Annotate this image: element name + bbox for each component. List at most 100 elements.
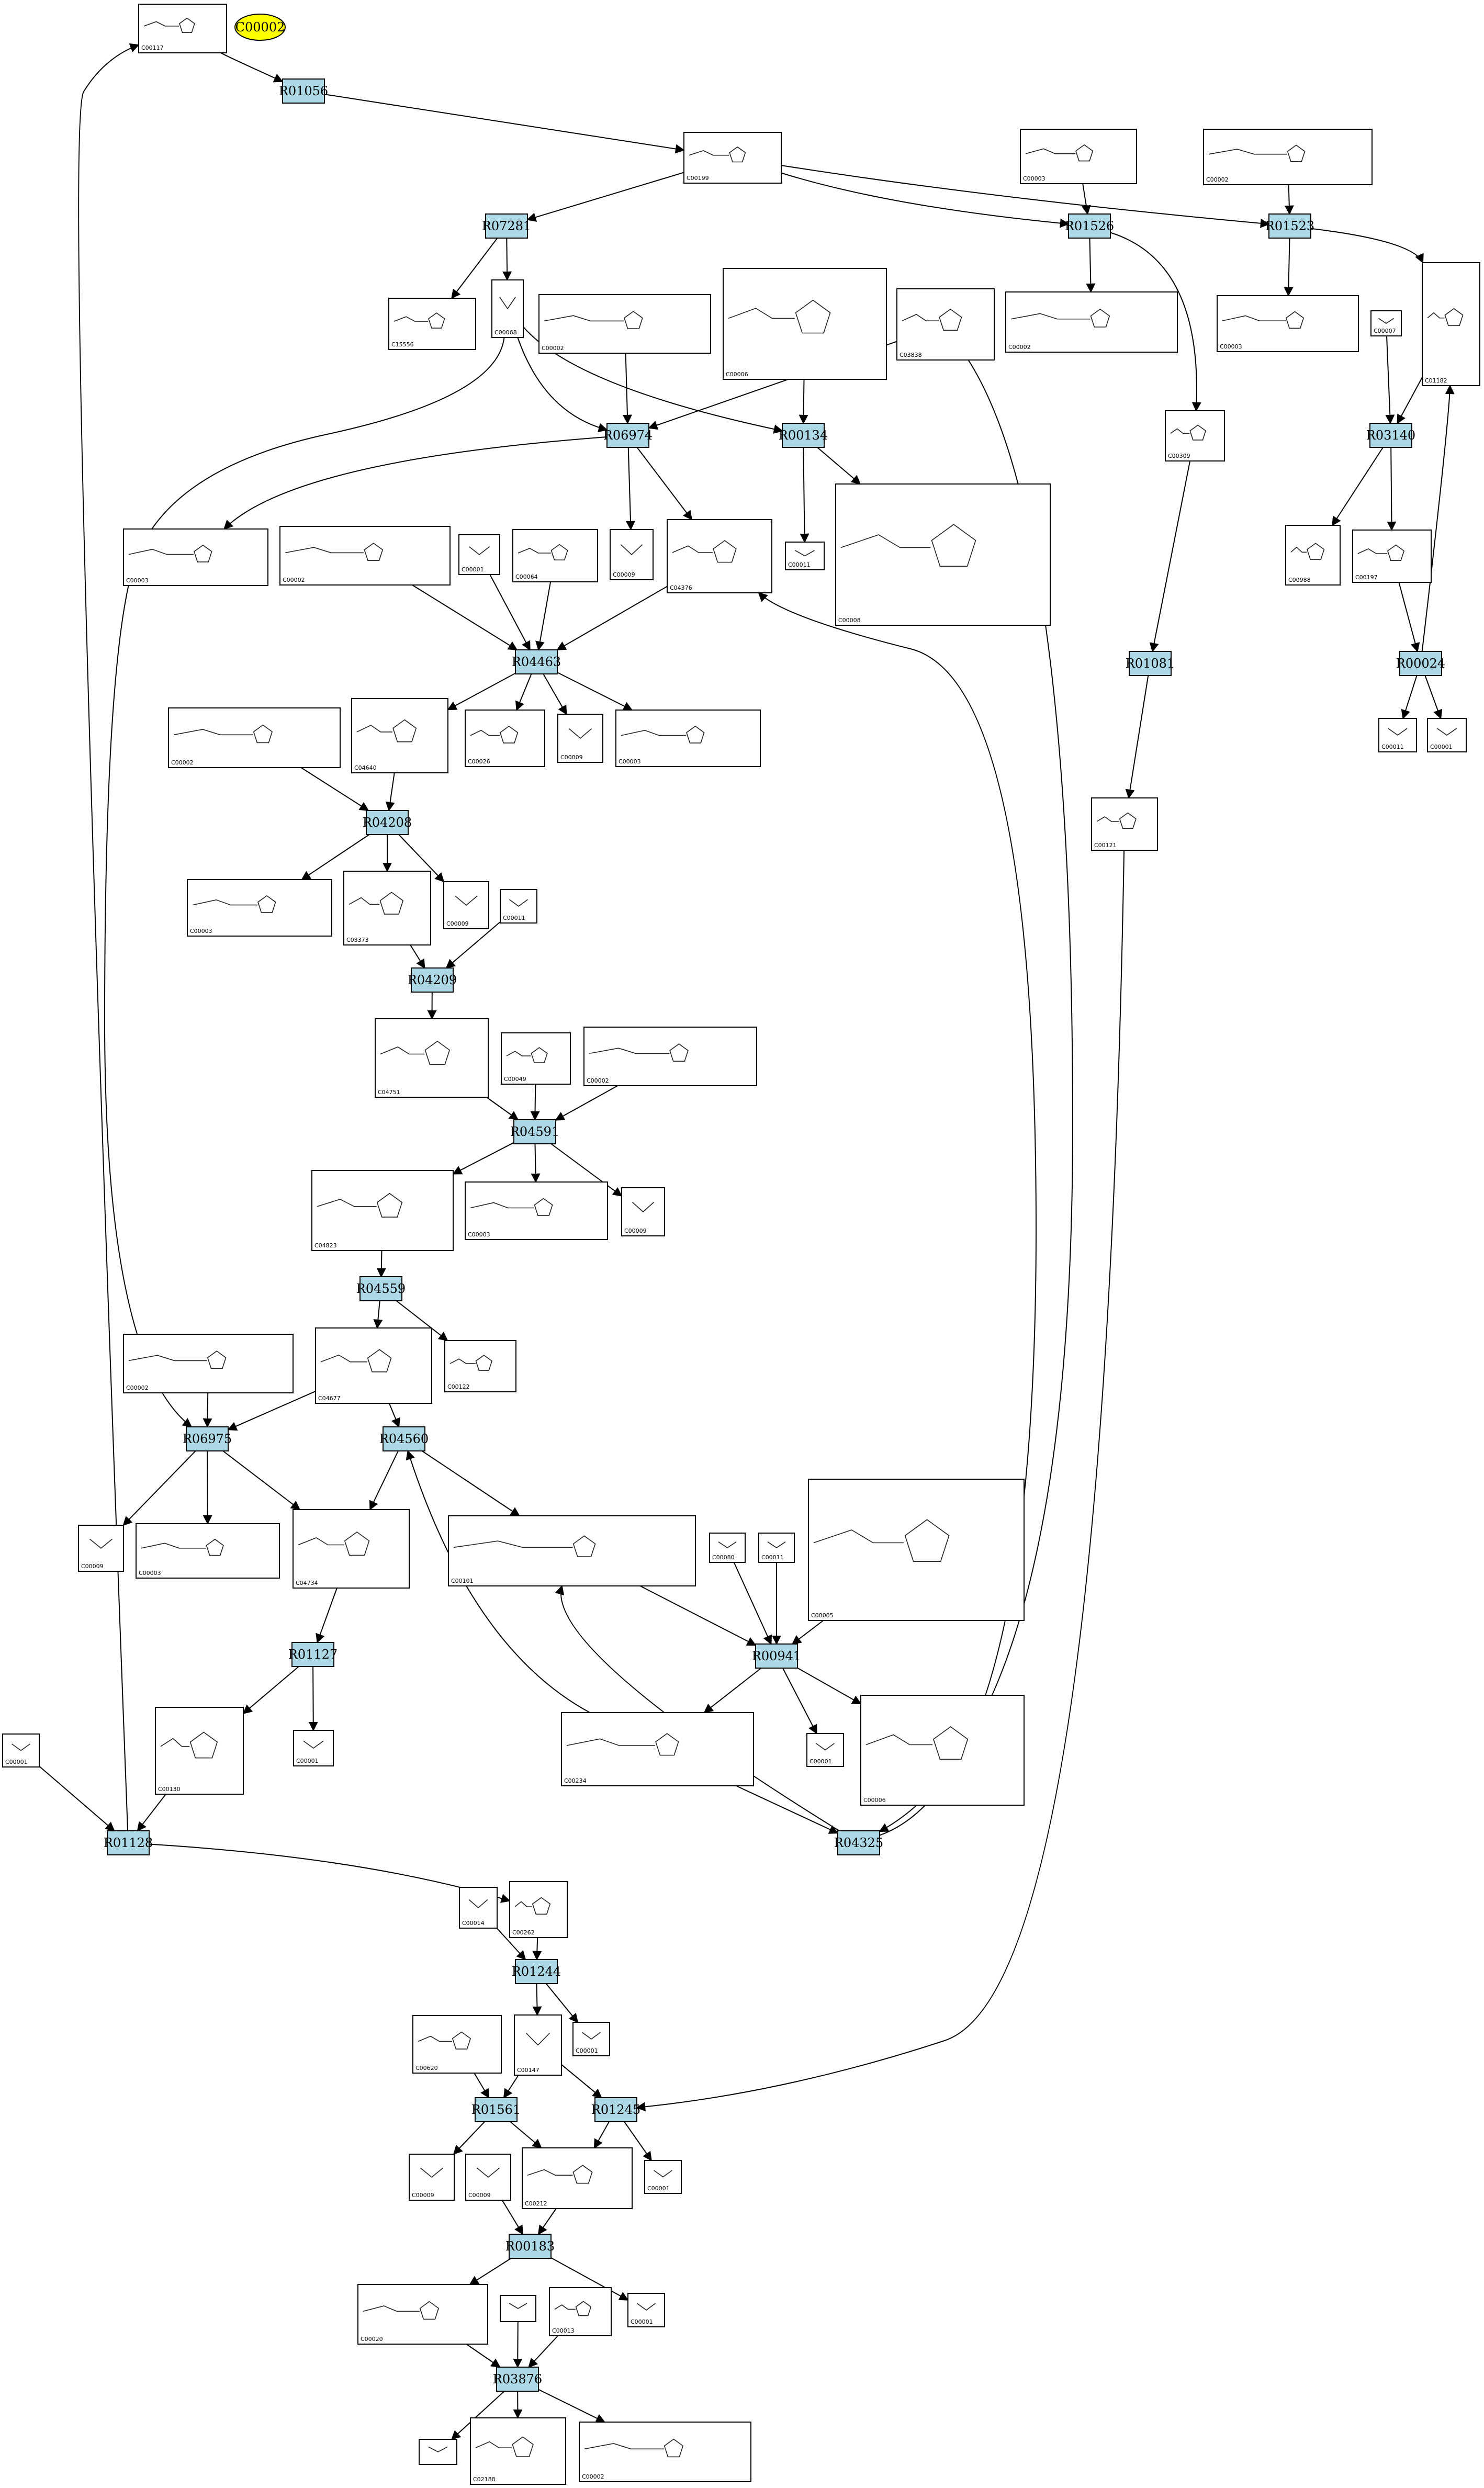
reaction-node-r01526[interactable]: R01526: [1065, 213, 1114, 239]
reaction-node-r03876[interactable]: R03876: [493, 2367, 542, 2392]
reaction-node-r04559[interactable]: R04559: [356, 1276, 406, 1301]
reaction-node-r04463[interactable]: R04463: [512, 649, 561, 674]
compound-node[interactable]: C00020: [357, 2284, 488, 2345]
compound-node[interactable]: C00002: [168, 707, 341, 768]
compound-node[interactable]: C00002: [538, 294, 711, 354]
compound-node[interactable]: C00007: [1370, 310, 1402, 336]
compound-node[interactable]: C00002: [583, 1027, 757, 1086]
compound-node[interactable]: C04823: [311, 1170, 454, 1251]
compound-node[interactable]: C01182: [1422, 262, 1480, 386]
compound-node[interactable]: C00121: [1091, 797, 1158, 851]
compound-node[interactable]: C00009: [443, 881, 489, 929]
compound-node[interactable]: C00064: [512, 529, 598, 582]
compound-node[interactable]: C00002: [123, 1334, 294, 1393]
reaction-node-r01244[interactable]: R01244: [512, 1959, 561, 1984]
reaction-node-r04591[interactable]: R04591: [510, 1119, 559, 1144]
compound-node[interactable]: C00001: [627, 2293, 665, 2327]
reaction-node-r01127[interactable]: R01127: [288, 1642, 338, 1667]
compound-node[interactable]: C00620: [412, 2015, 502, 2074]
compound-node[interactable]: C00049: [501, 1032, 571, 1085]
reaction-node-r00024[interactable]: R00024: [1396, 651, 1445, 676]
compound-node[interactable]: C00262: [509, 1881, 568, 1938]
reaction-node-r00134[interactable]: R00134: [779, 423, 828, 448]
compound-node[interactable]: C03838: [896, 288, 995, 361]
compound-node[interactable]: C00001: [293, 1730, 334, 1766]
compound-node[interactable]: C00001: [572, 2022, 610, 2056]
compound-node[interactable]: C00026: [465, 710, 545, 767]
compound-node[interactable]: C00080: [709, 1533, 746, 1563]
reaction-node-r00941[interactable]: R00941: [752, 1643, 801, 1669]
compound-node[interactable]: C04677: [315, 1327, 432, 1404]
reaction-node-r07281[interactable]: R07281: [482, 213, 531, 239]
compound-node[interactable]: C00002: [279, 526, 451, 586]
compound-node[interactable]: C00009: [78, 1525, 124, 1572]
compound-node[interactable]: C00002: [1203, 129, 1373, 185]
compound-node[interactable]: C00009: [621, 1187, 665, 1236]
compound-node[interactable]: C00011: [1378, 718, 1417, 752]
compound-node[interactable]: C00147: [514, 2014, 562, 2076]
reaction-node-r03140[interactable]: R03140: [1366, 423, 1415, 448]
compound-node[interactable]: C00005: [808, 1479, 1025, 1621]
compound-node[interactable]: C00001: [2, 1733, 40, 1768]
compound-node[interactable]: C00011: [758, 1533, 795, 1563]
compound-node[interactable]: C00009: [610, 529, 654, 580]
compound-node[interactable]: C00122: [444, 1340, 516, 1392]
reaction-node-r01245[interactable]: R01245: [591, 2097, 640, 2122]
compound-node[interactable]: C00003: [615, 710, 761, 767]
compound-node[interactable]: C00003: [1217, 295, 1359, 352]
compound-node[interactable]: C00008: [835, 483, 1051, 626]
compound-node[interactable]: C00009: [465, 2154, 511, 2201]
reaction-node-r01561[interactable]: R01561: [471, 2097, 521, 2122]
reaction-node-r04208[interactable]: R04208: [363, 810, 412, 835]
reaction-node-r00183[interactable]: R00183: [505, 2234, 555, 2259]
compound-node[interactable]: C00014: [459, 1887, 498, 1929]
compound-node[interactable]: C00988: [1285, 525, 1341, 586]
reaction-node-r01128[interactable]: R01128: [104, 1830, 153, 1855]
compound-node[interactable]: C00068: [491, 279, 524, 338]
compound-node[interactable]: C00011: [785, 542, 825, 570]
compound-node[interactable]: C04751: [375, 1018, 489, 1098]
compound-node[interactable]: C15556: [388, 298, 476, 350]
compound-node[interactable]: C00117: [138, 4, 227, 53]
compound-node[interactable]: C00002: [1005, 291, 1178, 353]
compound-node[interactable]: C00003: [136, 1523, 280, 1579]
reaction-node-r04560[interactable]: R04560: [379, 1426, 429, 1451]
compound-node[interactable]: [419, 2439, 457, 2465]
compound-node[interactable]: C04376: [667, 519, 772, 593]
compound-node[interactable]: C00009: [557, 714, 603, 763]
reaction-node-r01523[interactable]: R01523: [1265, 213, 1314, 239]
compound-node[interactable]: [500, 2295, 536, 2322]
reaction-node-r06975[interactable]: R06975: [183, 1426, 232, 1451]
compound-node[interactable]: C00001: [1427, 718, 1467, 752]
compound-node[interactable]: C04640: [351, 698, 448, 773]
compound-node[interactable]: C00003: [123, 528, 268, 586]
compound-node[interactable]: C00001: [644, 2160, 682, 2194]
compound-node[interactable]: C00011: [500, 889, 537, 924]
compound-node[interactable]: C00001: [806, 1733, 844, 1767]
compound-node[interactable]: C00101: [448, 1515, 696, 1586]
compound-node[interactable]: C00197: [1352, 530, 1432, 583]
compound-node[interactable]: C00013: [549, 2287, 612, 2336]
compound-node[interactable]: C00003: [187, 879, 332, 937]
compound-node[interactable]: C00001: [458, 534, 500, 575]
compound-node[interactable]: C00003: [465, 1181, 608, 1240]
start-compound-node[interactable]: C00002: [234, 14, 286, 41]
reaction-node-r01081[interactable]: R01081: [1126, 651, 1175, 676]
compound-node[interactable]: C00234: [561, 1712, 754, 1786]
reaction-node-r04209[interactable]: R04209: [408, 967, 457, 993]
compound-node[interactable]: C02188: [470, 2417, 566, 2485]
reaction-node-r01056[interactable]: R01056: [279, 78, 328, 104]
reaction-node-r06974[interactable]: R06974: [603, 423, 653, 448]
compound-node[interactable]: C00199: [683, 132, 782, 184]
compound-node[interactable]: C00002: [579, 2422, 751, 2482]
compound-node[interactable]: C00212: [522, 2147, 633, 2209]
reaction-node-r04325[interactable]: R04325: [834, 1830, 883, 1855]
compound-node[interactable]: C00006: [860, 1695, 1025, 1806]
compound-node[interactable]: C00309: [1165, 410, 1225, 461]
compound-node[interactable]: C00006: [723, 268, 887, 380]
compound-node[interactable]: C03373: [343, 871, 431, 945]
compound-node[interactable]: C04734: [293, 1509, 410, 1589]
compound-node[interactable]: C00003: [1020, 129, 1137, 184]
compound-node[interactable]: C00130: [155, 1707, 244, 1795]
compound-node[interactable]: C00009: [409, 2154, 455, 2201]
